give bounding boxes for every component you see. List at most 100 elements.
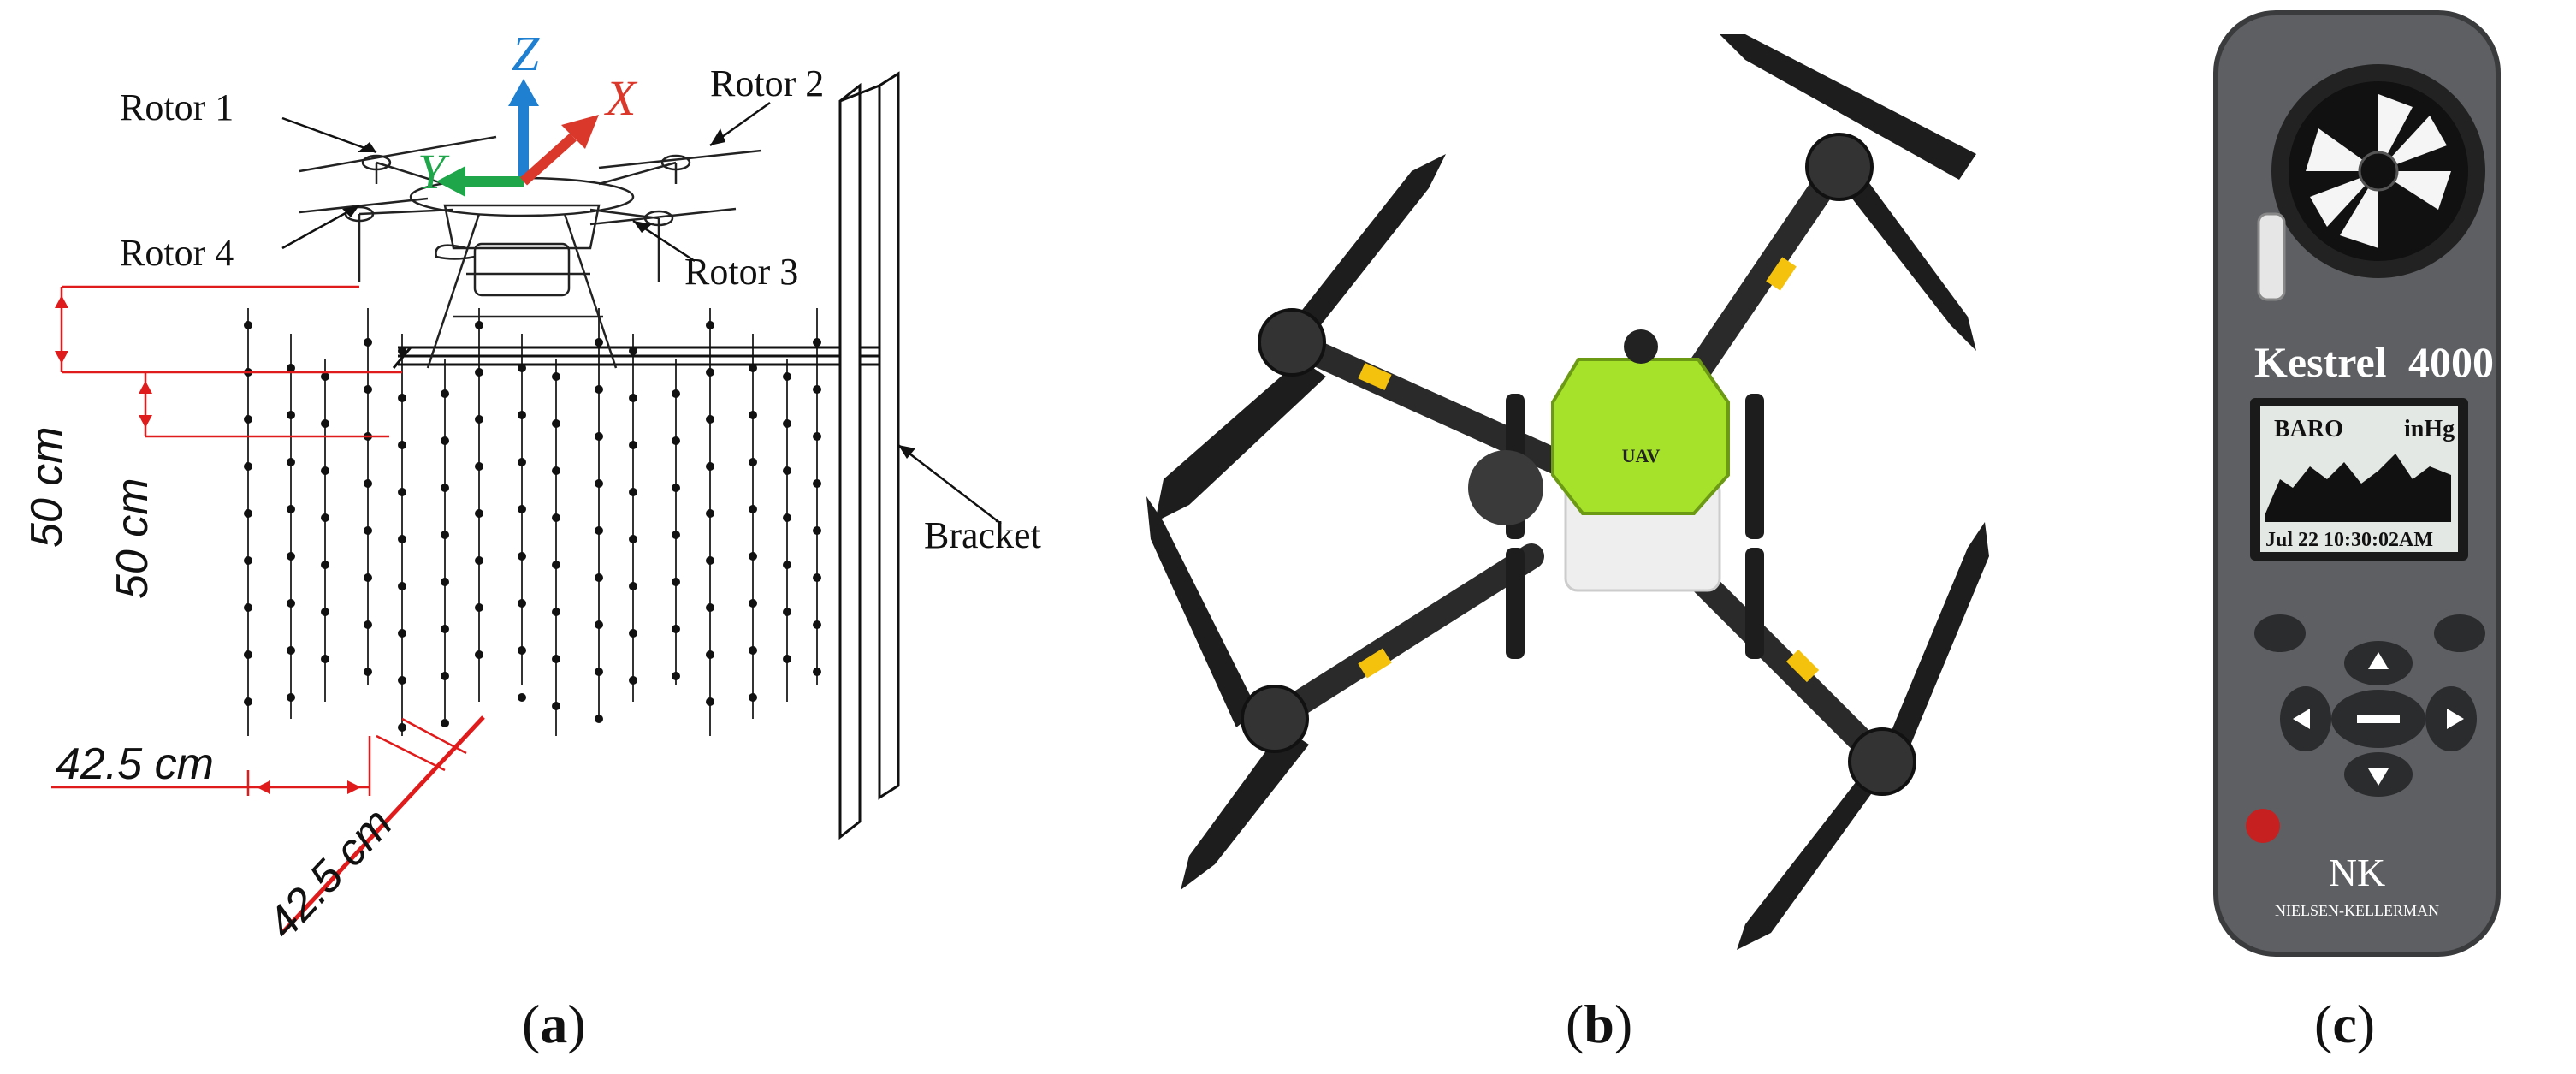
sampling-point <box>321 561 329 569</box>
sampling-point <box>287 411 295 419</box>
sampling-point <box>783 419 791 428</box>
gps-module <box>1624 329 1658 364</box>
sampling-point <box>475 368 483 377</box>
sampling-point <box>629 582 637 590</box>
sampling-point <box>244 697 252 706</box>
power-button[interactable] <box>2246 809 2280 843</box>
caption-c: (c) <box>2314 994 2376 1054</box>
sampling-point <box>475 603 483 612</box>
maker-name: NIELSEN-KELLERMAN <box>2275 902 2439 919</box>
sampling-point <box>749 411 757 419</box>
axis-label-y: Y <box>417 144 450 199</box>
sampling-point <box>595 526 603 535</box>
sampling-point <box>475 321 483 329</box>
sampling-point <box>783 608 791 616</box>
sampling-point <box>629 629 637 638</box>
dimension-lines <box>51 285 467 796</box>
sampling-point <box>749 505 757 513</box>
sampling-point <box>364 573 372 582</box>
sampling-point <box>398 394 406 402</box>
sampling-point <box>629 488 637 496</box>
sampling-point <box>706 415 714 424</box>
sampling-point <box>552 419 560 428</box>
sampling-point <box>706 603 714 612</box>
dimension-diagonal <box>281 715 485 935</box>
caption-b: (b) <box>1566 994 1633 1054</box>
sampling-point <box>672 531 680 539</box>
bracket-beam <box>392 346 898 369</box>
uav-body-label: UAV <box>1622 445 1661 466</box>
sampling-point <box>595 573 603 582</box>
axis-label-x: X <box>604 70 638 126</box>
sampling-point <box>441 389 449 398</box>
sampling-point <box>552 372 560 381</box>
backlight-button[interactable] <box>2254 614 2306 652</box>
sampling-point <box>398 629 406 638</box>
sampling-point <box>672 484 680 492</box>
dimension-label-column-spacing: 42.5 cm <box>258 798 402 948</box>
sampling-point <box>518 505 526 513</box>
sampling-point <box>552 561 560 569</box>
sampling-point <box>813 668 821 676</box>
sampling-point <box>813 338 821 347</box>
label-rotor-2: Rotor 2 <box>710 62 824 104</box>
impeller-blades <box>2306 94 2451 248</box>
sampling-point <box>321 608 329 616</box>
sampling-point <box>321 372 329 381</box>
sampling-point <box>441 578 449 586</box>
thermometer-probe <box>2257 212 2286 301</box>
label-rotor-1: Rotor 1 <box>120 86 234 128</box>
sampling-point <box>398 488 406 496</box>
kestrel-4000-device: Kestrel 4000 BARO inHg Jul 22 10:30:02AM <box>2213 10 2501 957</box>
sampling-point <box>749 458 757 466</box>
screen-mode: BARO <box>2274 416 2343 442</box>
sampling-point <box>287 505 295 513</box>
sampling-point <box>629 535 637 543</box>
sampling-point <box>783 561 791 569</box>
sampling-point <box>813 479 821 488</box>
sampling-point <box>813 620 821 629</box>
sampling-point <box>706 556 714 565</box>
sampling-point <box>706 462 714 471</box>
uav-body-shell <box>1551 358 1730 515</box>
sampling-point <box>244 462 252 471</box>
sampling-point <box>518 646 526 655</box>
sampling-point <box>672 625 680 633</box>
sampling-point <box>629 394 637 402</box>
brand-name: Kestrel <box>2254 338 2387 386</box>
dimension-label-row-spacing: 42.5 cm <box>56 739 214 789</box>
sampling-point <box>672 672 680 680</box>
sampling-point <box>398 676 406 685</box>
sampling-point <box>518 458 526 466</box>
coordinate-axes: Z Y X <box>417 26 638 199</box>
sampling-point <box>321 513 329 522</box>
sampling-point <box>287 599 295 608</box>
sampling-point <box>629 441 637 449</box>
sampling-point <box>364 338 372 347</box>
sampling-point <box>398 582 406 590</box>
contrast-button[interactable] <box>2434 614 2485 652</box>
sampling-point <box>595 620 603 629</box>
sampling-point <box>706 697 714 706</box>
axis-label-z: Z <box>512 26 540 81</box>
maker-logo: NK <box>2329 851 2385 894</box>
sampling-point <box>287 552 295 561</box>
sampling-point <box>398 535 406 543</box>
sampling-point <box>244 650 252 659</box>
sampling-point <box>518 693 526 702</box>
sampling-point <box>475 556 483 565</box>
sampling-point <box>364 479 372 488</box>
sampling-point <box>518 599 526 608</box>
sampling-point <box>783 655 791 663</box>
sampling-point <box>629 676 637 685</box>
sampling-point <box>475 462 483 471</box>
sampling-point <box>672 578 680 586</box>
sampling-point <box>364 526 372 535</box>
sampling-point <box>244 509 252 518</box>
sampling-point <box>364 620 372 629</box>
caption-a: (a) <box>522 994 586 1054</box>
panel-a-test-setup-diagram: Z Y X Rotor 1 Rotor 2 Rotor 3 Rotor 4 Br… <box>0 0 1112 1074</box>
dimension-label-height-inner: 50 cm <box>108 478 157 599</box>
sampling-point <box>749 693 757 702</box>
drone-line-drawing <box>299 135 762 369</box>
